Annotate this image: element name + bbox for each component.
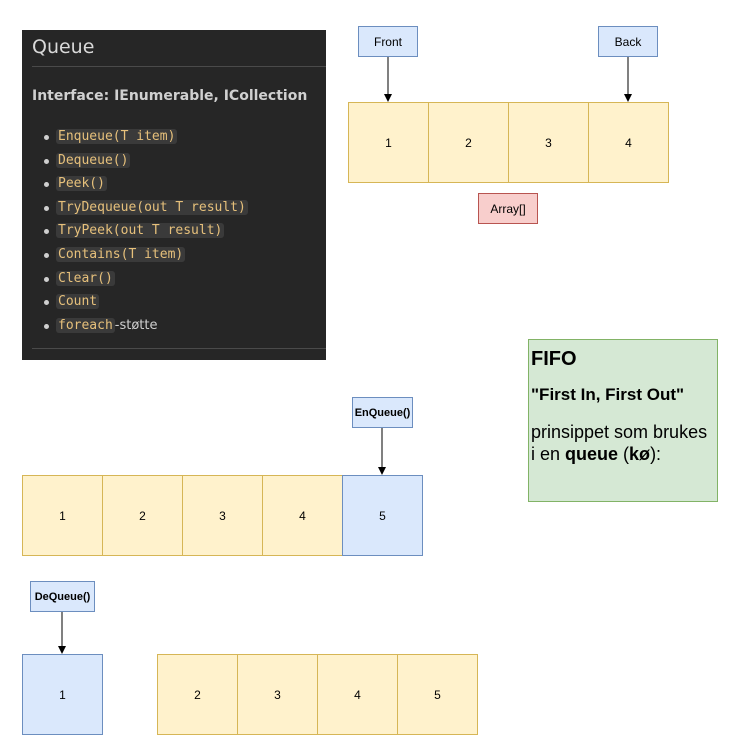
method-code: Clear(): [56, 270, 115, 286]
enqueued-cell: 5: [342, 475, 423, 556]
list-item: Peek(): [44, 173, 248, 197]
fifo-quote: "First In, First Out": [531, 385, 685, 404]
enqueue-label-box: EnQueue(): [352, 397, 413, 428]
queue-info-panel: Queue Interface: IEnumerable, ICollectio…: [22, 30, 326, 360]
dequeue-array-cell: 4: [317, 654, 398, 735]
top-array-cell: 4: [588, 102, 669, 183]
back-label-box: Back: [598, 26, 658, 57]
dequeue-label-box: DeQueue(): [30, 581, 95, 612]
enqueue-array-cell: 2: [102, 475, 183, 556]
method-code: TryDequeue(out T result): [56, 199, 248, 215]
fifo-bold-ko: kø: [629, 444, 651, 464]
list-item: Dequeue(): [44, 150, 248, 174]
method-code: Dequeue(): [56, 152, 131, 168]
enqueue-array-cell: 4: [262, 475, 343, 556]
list-item: TryDequeue(out T result): [44, 197, 248, 221]
top-array-cell: 2: [428, 102, 509, 183]
list-item: foreach-støtte: [44, 315, 248, 339]
front-label-box: Front: [358, 26, 418, 57]
top-array-cell: 3: [508, 102, 589, 183]
method-code: Enqueue(T item): [56, 129, 178, 144]
method-code: foreach: [56, 317, 115, 333]
fifo-note: FIFO "First In, First Out" prinsippet so…: [528, 339, 718, 502]
panel-subtitle: Interface: IEnumerable, ICollection: [32, 88, 308, 104]
dequeue-array-cell: 2: [157, 654, 238, 735]
method-list: Enqueue(T item) Dequeue() Peek() TryDequ…: [44, 126, 248, 339]
top-array-cell: 1: [348, 102, 429, 183]
fifo-text-part: prinsippet som brukes i en: [531, 422, 708, 464]
list-item: Enqueue(T item): [44, 126, 248, 150]
method-suffix: -støtte: [114, 317, 158, 333]
dequeue-array-cell: 5: [397, 654, 478, 735]
method-code: TryPeek(out T result): [56, 223, 225, 239]
method-code: Contains(T item): [56, 246, 186, 262]
dequeue-array-cell: 3: [237, 654, 318, 735]
fifo-bold-queue: queue: [565, 444, 619, 464]
list-item: TryPeek(out T result): [44, 220, 248, 244]
dequeued-cell: 1: [22, 654, 103, 735]
array-label-box: Array[]: [478, 193, 538, 224]
enqueue-array-cell: 3: [182, 475, 263, 556]
panel-title: Queue: [32, 36, 95, 58]
fifo-text-part: ):: [650, 444, 662, 464]
panel-divider-bottom: [32, 348, 326, 349]
list-item: Contains(T item): [44, 244, 248, 268]
list-item: Count: [44, 291, 248, 315]
panel-divider: [32, 66, 326, 67]
list-item: Clear(): [44, 268, 248, 292]
method-code: Count: [56, 294, 100, 310]
fifo-title: FIFO: [531, 348, 577, 370]
fifo-description: prinsippet som brukes i en queue (kø):: [531, 421, 715, 465]
method-code: Peek(): [56, 176, 107, 192]
enqueue-array-cell: 1: [22, 475, 103, 556]
fifo-text-part: (: [618, 444, 630, 464]
